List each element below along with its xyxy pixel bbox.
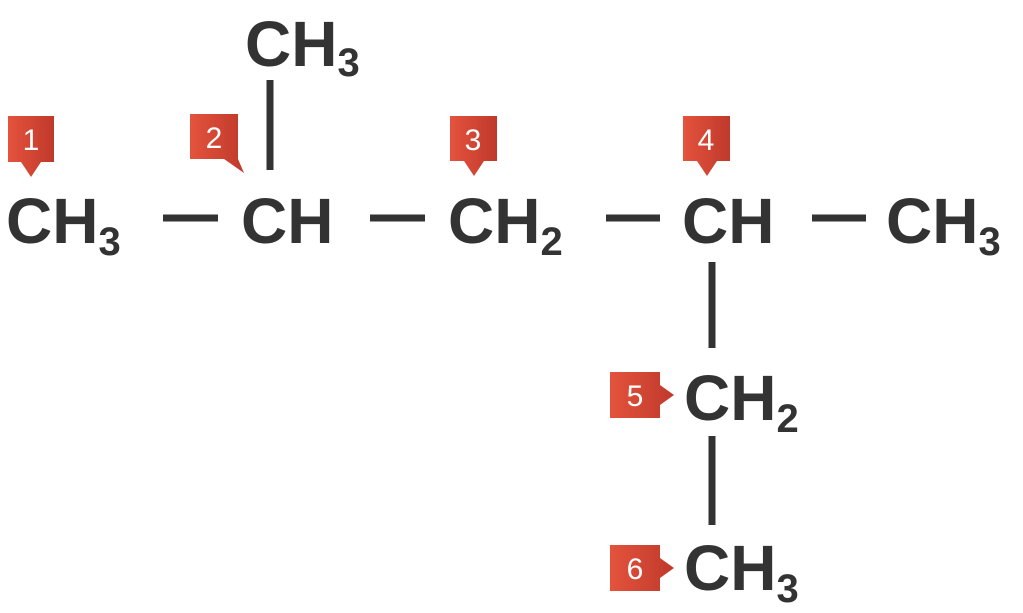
- svg-text:3: 3: [465, 124, 482, 157]
- badge-1: 1: [8, 116, 54, 177]
- group-c4: CH: [682, 185, 774, 257]
- group-top-methyl: CH3: [245, 8, 360, 85]
- group-c6: CH3: [684, 532, 799, 611]
- group-c5: CH2: [684, 362, 799, 441]
- group-c2: CH: [241, 185, 333, 257]
- svg-text:4: 4: [698, 124, 715, 157]
- badge-3: 3: [450, 116, 497, 176]
- badge-6: 6: [610, 545, 674, 591]
- badge-2: 2: [190, 114, 244, 173]
- group-right-methyl: CH3: [886, 185, 1001, 264]
- group-c1: CH3: [6, 185, 121, 264]
- svg-text:5: 5: [627, 380, 644, 413]
- group-c3: CH2: [448, 185, 563, 264]
- svg-text:1: 1: [23, 124, 40, 157]
- svg-text:6: 6: [627, 553, 644, 586]
- badge-5: 5: [610, 372, 674, 418]
- badge-4: 4: [683, 116, 730, 176]
- svg-text:2: 2: [206, 122, 223, 155]
